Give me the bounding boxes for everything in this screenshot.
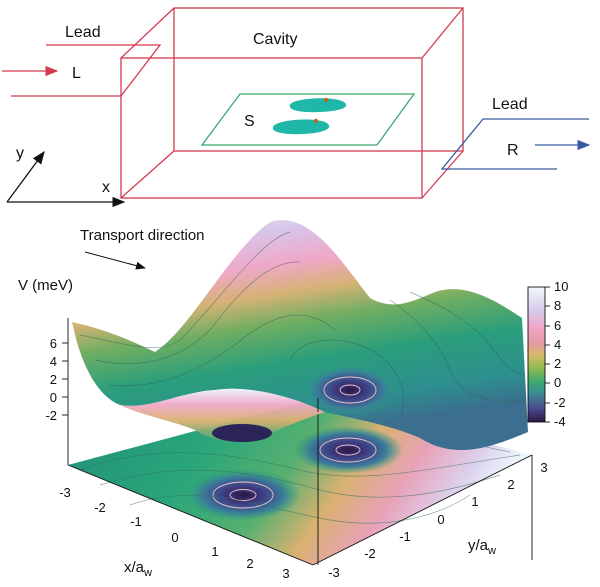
colorbar-tick-label: 10 — [554, 279, 568, 294]
x-axis-label: x/aw — [124, 559, 152, 579]
axis-y-label: y — [16, 145, 24, 162]
transport-direction-arrow — [84, 251, 146, 270]
axis-box — [67, 318, 533, 566]
lead-left-letter: L — [72, 65, 81, 82]
colorbar-tick-label: 0 — [554, 375, 561, 390]
y-tick-label: -1 — [399, 529, 411, 544]
colorbar-tick-label: 4 — [554, 337, 561, 352]
potential-plot: Transport direction V (meV) — [18, 220, 568, 581]
floor-wells — [79, 419, 521, 524]
contour-floor — [68, 398, 532, 565]
colorbar: 10 8 6 4 2 0 -2 -4 — [527, 279, 568, 429]
colorbar-tick-label: -2 — [554, 395, 566, 410]
x-tick-label: -3 — [59, 485, 71, 500]
y-tick-label: 1 — [471, 494, 478, 509]
v-tick-label: 2 — [50, 372, 57, 387]
x-tick-label: 2 — [246, 556, 253, 571]
y-axis-arrow — [6, 150, 45, 203]
potential-surface-front — [120, 388, 325, 442]
colorbar-tick-label: 8 — [554, 298, 561, 313]
sample-frame — [200, 93, 416, 146]
y-tick-label: 3 — [540, 460, 547, 475]
schematic: Cavity Lead L Lead R S y x — [2, 7, 591, 208]
surface-contours — [79, 231, 526, 421]
quantum-dot-top — [289, 98, 347, 113]
colorbar-tick-label: 6 — [554, 318, 561, 333]
v-axis-ticks — [62, 342, 68, 416]
y-axis-label: y/aw — [468, 537, 496, 557]
lead-right-label: Lead — [492, 96, 528, 113]
sample-label: S — [244, 113, 255, 130]
cavity-label: Cavity — [253, 31, 297, 48]
y-axis-tick-labels: -3 -2 -1 0 1 2 3 — [328, 460, 547, 580]
v-tick-label: 4 — [50, 354, 57, 369]
y-tick-label: 0 — [437, 512, 444, 527]
y-tick-label: 2 — [507, 477, 514, 492]
y-tick-label: -2 — [364, 546, 376, 561]
x-tick-label: 1 — [211, 544, 218, 559]
x-tick-label: 0 — [171, 530, 178, 545]
left-lead — [11, 44, 162, 97]
x-axis-tick-labels: -3 -2 -1 0 1 2 3 — [59, 485, 289, 581]
x-tick-label: -2 — [94, 500, 106, 515]
x-tick-label: -1 — [130, 514, 142, 529]
colorbar-tick-label: -4 — [554, 414, 566, 429]
v-axis-label: V (meV) — [18, 277, 73, 294]
right-lead — [440, 118, 589, 170]
lead-right-letter: R — [507, 142, 519, 159]
axis-x-label: x — [102, 179, 110, 196]
v-tick-label: -2 — [45, 408, 57, 423]
lead-left-label: Lead — [65, 24, 101, 41]
colorbar-tick-label: 2 — [554, 356, 561, 371]
potential-surface — [72, 220, 528, 451]
cavity-box — [120, 7, 464, 199]
v-axis-tick-labels: 6 4 2 0 -2 — [45, 336, 57, 423]
y-tick-label: -3 — [328, 565, 340, 580]
transport-direction-label: Transport direction — [80, 227, 205, 244]
v-tick-label: 6 — [50, 336, 57, 351]
quantum-dots — [272, 97, 347, 135]
quantum-dot-bottom — [272, 119, 330, 135]
surface-wells — [212, 364, 398, 442]
v-tick-label: 0 — [50, 390, 57, 405]
x-tick-label: 3 — [282, 566, 289, 581]
